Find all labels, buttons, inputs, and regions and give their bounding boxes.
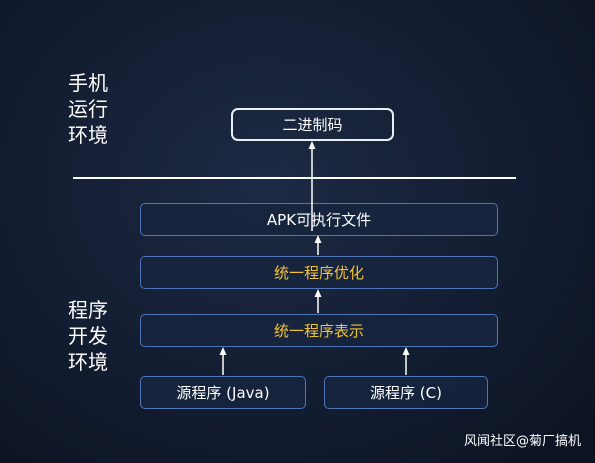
arrow-representation-to-optimization [314,289,322,313]
apk-executable-label: APK可执行文件 [266,211,372,229]
runtime-label-line-2: 运行 [68,97,108,121]
arrow-c-to-representation [402,347,410,375]
arrow-apk-to-binary [308,141,316,231]
unified-optimization-box: 统一程序优化 [140,256,498,289]
dev-label-line-3: 环境 [68,350,108,374]
runtime-environment-label: 手机 运行 环境 [68,70,108,148]
binary-code-label: 二进制码 [282,116,343,134]
dev-label-line-2: 开发 [68,324,108,348]
source-c-box: 源程序 (C) [324,376,488,409]
watermark: 风闻社区@菊厂搞机 [463,434,581,449]
source-java-label: 源程序 (Java) [176,384,270,402]
unified-representation-label: 统一程序表示 [273,322,364,340]
unified-optimization-label: 统一程序优化 [273,264,364,282]
source-c-label: 源程序 (C) [370,384,442,402]
arrow-optimization-to-apk [314,235,322,255]
source-java-box: 源程序 (Java) [140,376,306,409]
runtime-label-line-1: 手机 [68,71,108,95]
unified-representation-box: 统一程序表示 [140,314,498,347]
environment-divider [73,177,516,179]
dev-label-line-1: 程序 [68,298,108,322]
dev-environment-label: 程序 开发 环境 [68,297,108,375]
apk-executable-box: APK可执行文件 [140,203,498,236]
binary-code-box: 二进制码 [231,108,394,141]
arrow-java-to-representation [219,347,227,375]
runtime-label-line-3: 环境 [68,123,108,147]
